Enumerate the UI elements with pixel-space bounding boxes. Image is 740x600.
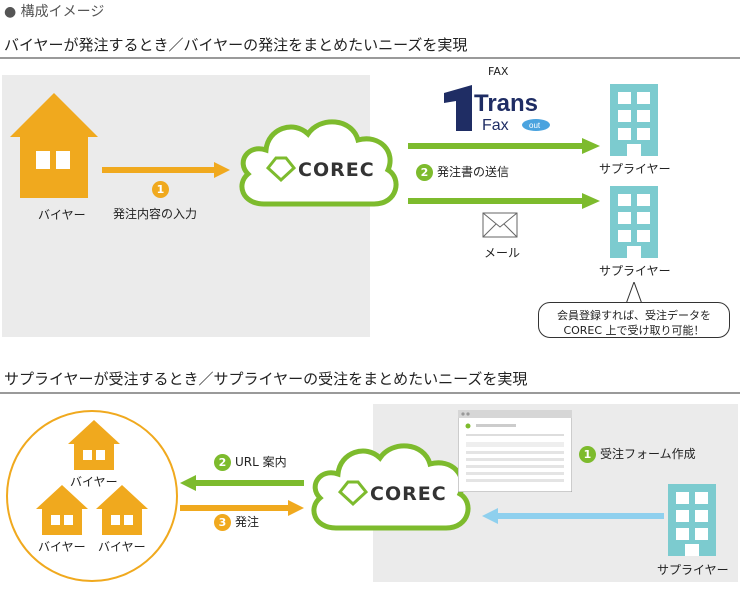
step1-label: 発注内容の入力 [113, 207, 198, 221]
step2-number-badge: 2 [416, 164, 433, 181]
arrow-url-to-buyers [180, 475, 304, 491]
arrow-fax-to-supplier [408, 138, 600, 154]
envelope-icon [482, 212, 518, 238]
fax-label: FAX [488, 65, 509, 78]
section2-divider [0, 392, 740, 394]
form-step-number-badge: 1 [579, 446, 596, 463]
house-icon [36, 485, 88, 535]
section2-title: サプライヤーが受注するとき／サプライヤーの受注をまとめたいニーズを実現 [4, 370, 528, 388]
corec-logo-text: COREC [370, 483, 447, 505]
buyer-top-label: バイヤー [70, 475, 118, 489]
form-step-wrap: 1 受注フォーム作成 [579, 446, 696, 463]
transfax-bottom-text: Fax [482, 117, 509, 134]
section-heading: ● 構成イメージ [4, 4, 105, 20]
arrow-supplier-to-corec [482, 508, 664, 524]
step1-badge-wrap: 1 [152, 181, 173, 198]
supplier-top-label: サプライヤー [599, 162, 671, 176]
building-icon [668, 484, 716, 556]
buyer-right-label: バイヤー [98, 540, 146, 554]
buyer-label: バイヤー [38, 208, 86, 222]
arrow-to-corec [102, 162, 230, 178]
form-screenshot-icon [458, 410, 572, 492]
corec-logo-text: COREC [298, 159, 375, 181]
bubble-line2: COREC 上で受け取り可能！ [563, 323, 705, 337]
house-icon [68, 420, 120, 470]
cloud-icon: COREC [239, 119, 399, 207]
supplier-bottom-label: サプライヤー [599, 264, 671, 278]
section1-divider [0, 57, 740, 59]
order-step-wrap: 3 発注 [214, 514, 259, 531]
arrow-mail-to-supplier [408, 193, 600, 209]
step2-wrap: 2 発注書の送信 [416, 164, 509, 181]
mail-label: メール [484, 246, 521, 260]
url-step-wrap: 2 URL 案内 [214, 454, 287, 471]
order-step-label: 発注 [235, 515, 260, 529]
section1-title: バイヤーが発注するとき／バイヤーの発注をまとめたいニーズを実現 [4, 36, 468, 54]
transfax-badge-text: out [529, 121, 541, 130]
buyer-left-label: バイヤー [38, 540, 86, 554]
building-icon [610, 84, 658, 156]
arrow-order-to-corec [180, 500, 304, 516]
building-icon [610, 186, 658, 258]
transfax-logo: Trans Fax out [444, 85, 550, 134]
form-step-label: 受注フォーム作成 [600, 447, 696, 461]
step1-number-badge: 1 [152, 181, 169, 198]
supplier-label: サプライヤー [657, 563, 729, 577]
url-step-number-badge: 2 [214, 454, 231, 471]
buyer-group-circle [6, 410, 178, 582]
member-registration-bubble: 会員登録すれば、受注データを COREC 上で受け取り可能！ [538, 302, 730, 338]
step2-label: 発注書の送信 [437, 165, 510, 179]
bubble-line1: 会員登録すれば、受注データを [557, 309, 711, 322]
transfax-top-text: Trans [474, 90, 538, 117]
house-icon [10, 93, 98, 198]
order-step-number-badge: 3 [214, 514, 231, 531]
house-icon [96, 485, 148, 535]
url-step-label: URL 案内 [235, 455, 287, 469]
cloud-icon: COREC [311, 443, 471, 531]
bubble-pointer [625, 282, 643, 304]
